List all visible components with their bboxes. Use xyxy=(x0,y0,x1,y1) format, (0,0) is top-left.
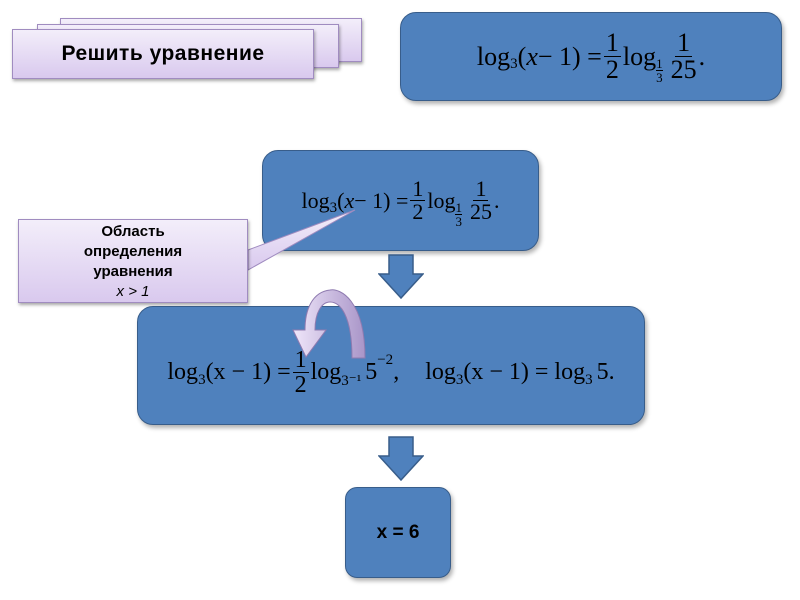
answer-box: x = 6 xyxy=(345,487,451,578)
down-arrow-icon xyxy=(378,254,424,300)
down-arrow-icon xyxy=(378,436,424,482)
title-card: Решить уравнение xyxy=(12,29,314,79)
domain-condition: x > 1 xyxy=(116,283,150,300)
callout-line: уравнения xyxy=(93,263,173,280)
callout-line: Область xyxy=(101,223,165,240)
domain-callout: Область определения уравнения x > 1 xyxy=(18,219,248,303)
title-text: Решить уравнение xyxy=(61,42,265,65)
callout-line: определения xyxy=(83,243,183,260)
answer-text: x = 6 xyxy=(376,521,420,543)
